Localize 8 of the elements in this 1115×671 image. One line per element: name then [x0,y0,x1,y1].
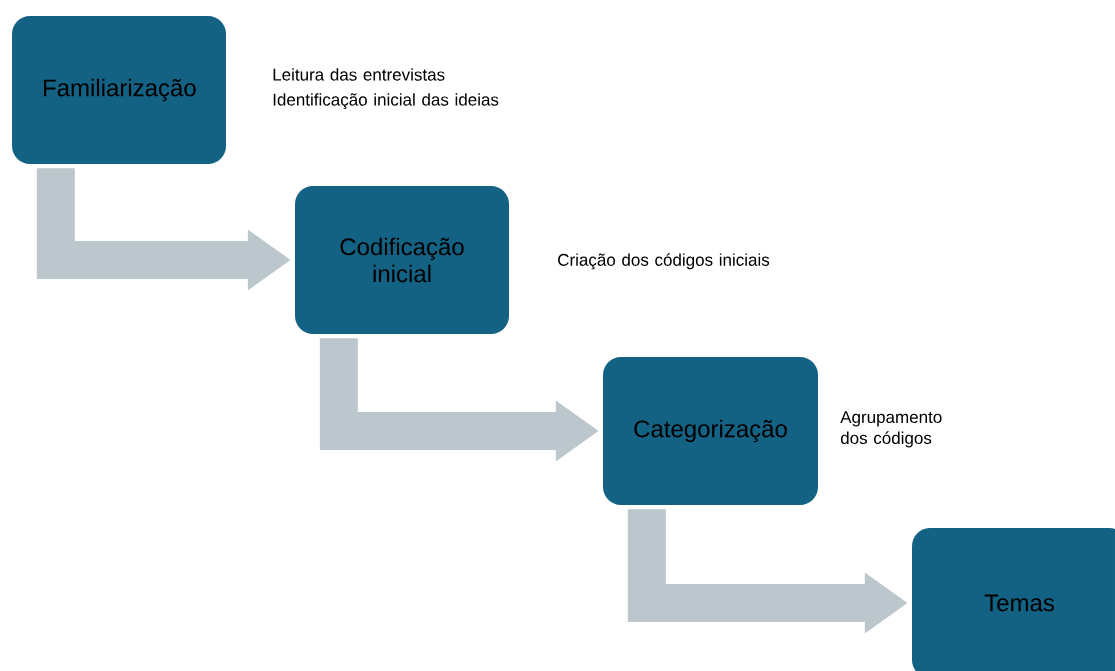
process-box: Categorização [603,357,818,505]
process-box: Familiarização [12,16,226,164]
step-description: Identificação inicial das ideias [273,93,499,110]
process-box: Temas [912,528,1115,671]
step-description: Criação dos códigos iniciais [558,253,770,270]
step-description: Leitura das entrevistas [273,68,445,81]
process-box: Codificação inicial [295,186,509,334]
step-description: Agrupamento dos códigos [840,411,942,448]
